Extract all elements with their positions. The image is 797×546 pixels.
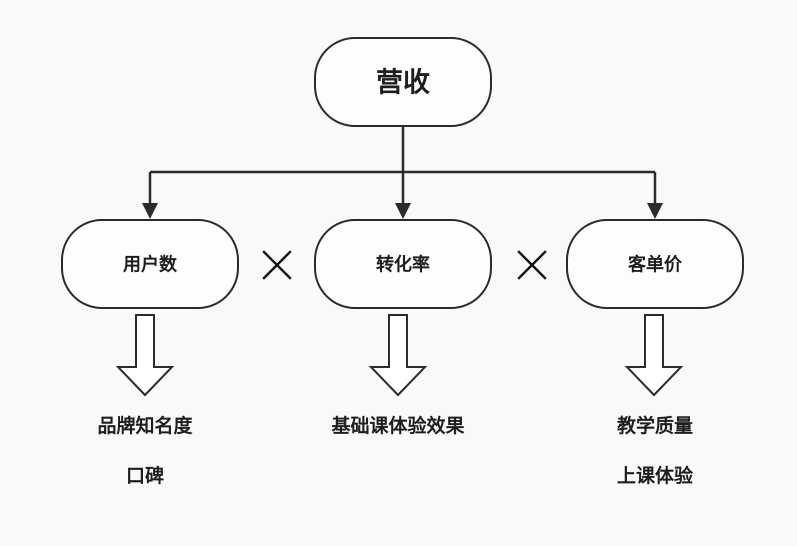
node-conversion-label: 转化率 bbox=[376, 254, 430, 276]
down-arrow-users bbox=[115, 314, 175, 397]
factor-conversion-1: 基础课体验效果 bbox=[330, 414, 464, 437]
node-users-label: 用户数 bbox=[123, 254, 178, 276]
factor-order-value-1: 教学质量 bbox=[617, 414, 693, 437]
down-arrow-order-value bbox=[624, 314, 684, 397]
node-users: 用户数 bbox=[61, 219, 239, 309]
arrowhead-right bbox=[647, 203, 663, 219]
arrowhead-middle bbox=[395, 203, 411, 219]
root-node: 营收 bbox=[314, 37, 492, 127]
factor-order-value-2: 上课体验 bbox=[617, 464, 694, 487]
factor-users-1: 品牌知名度 bbox=[97, 414, 193, 437]
multiply-sign-2 bbox=[517, 250, 547, 280]
multiply-sign-1 bbox=[262, 250, 292, 280]
arrowhead-left bbox=[142, 203, 158, 219]
node-order-value: 客单价 bbox=[566, 219, 744, 309]
root-label: 营收 bbox=[376, 68, 430, 99]
connector-lines bbox=[142, 126, 663, 219]
node-order-value-label: 客单价 bbox=[628, 254, 683, 276]
factor-users-2: 口碑 bbox=[126, 464, 164, 487]
node-conversion: 转化率 bbox=[314, 219, 492, 309]
down-arrow-conversion bbox=[368, 314, 428, 397]
